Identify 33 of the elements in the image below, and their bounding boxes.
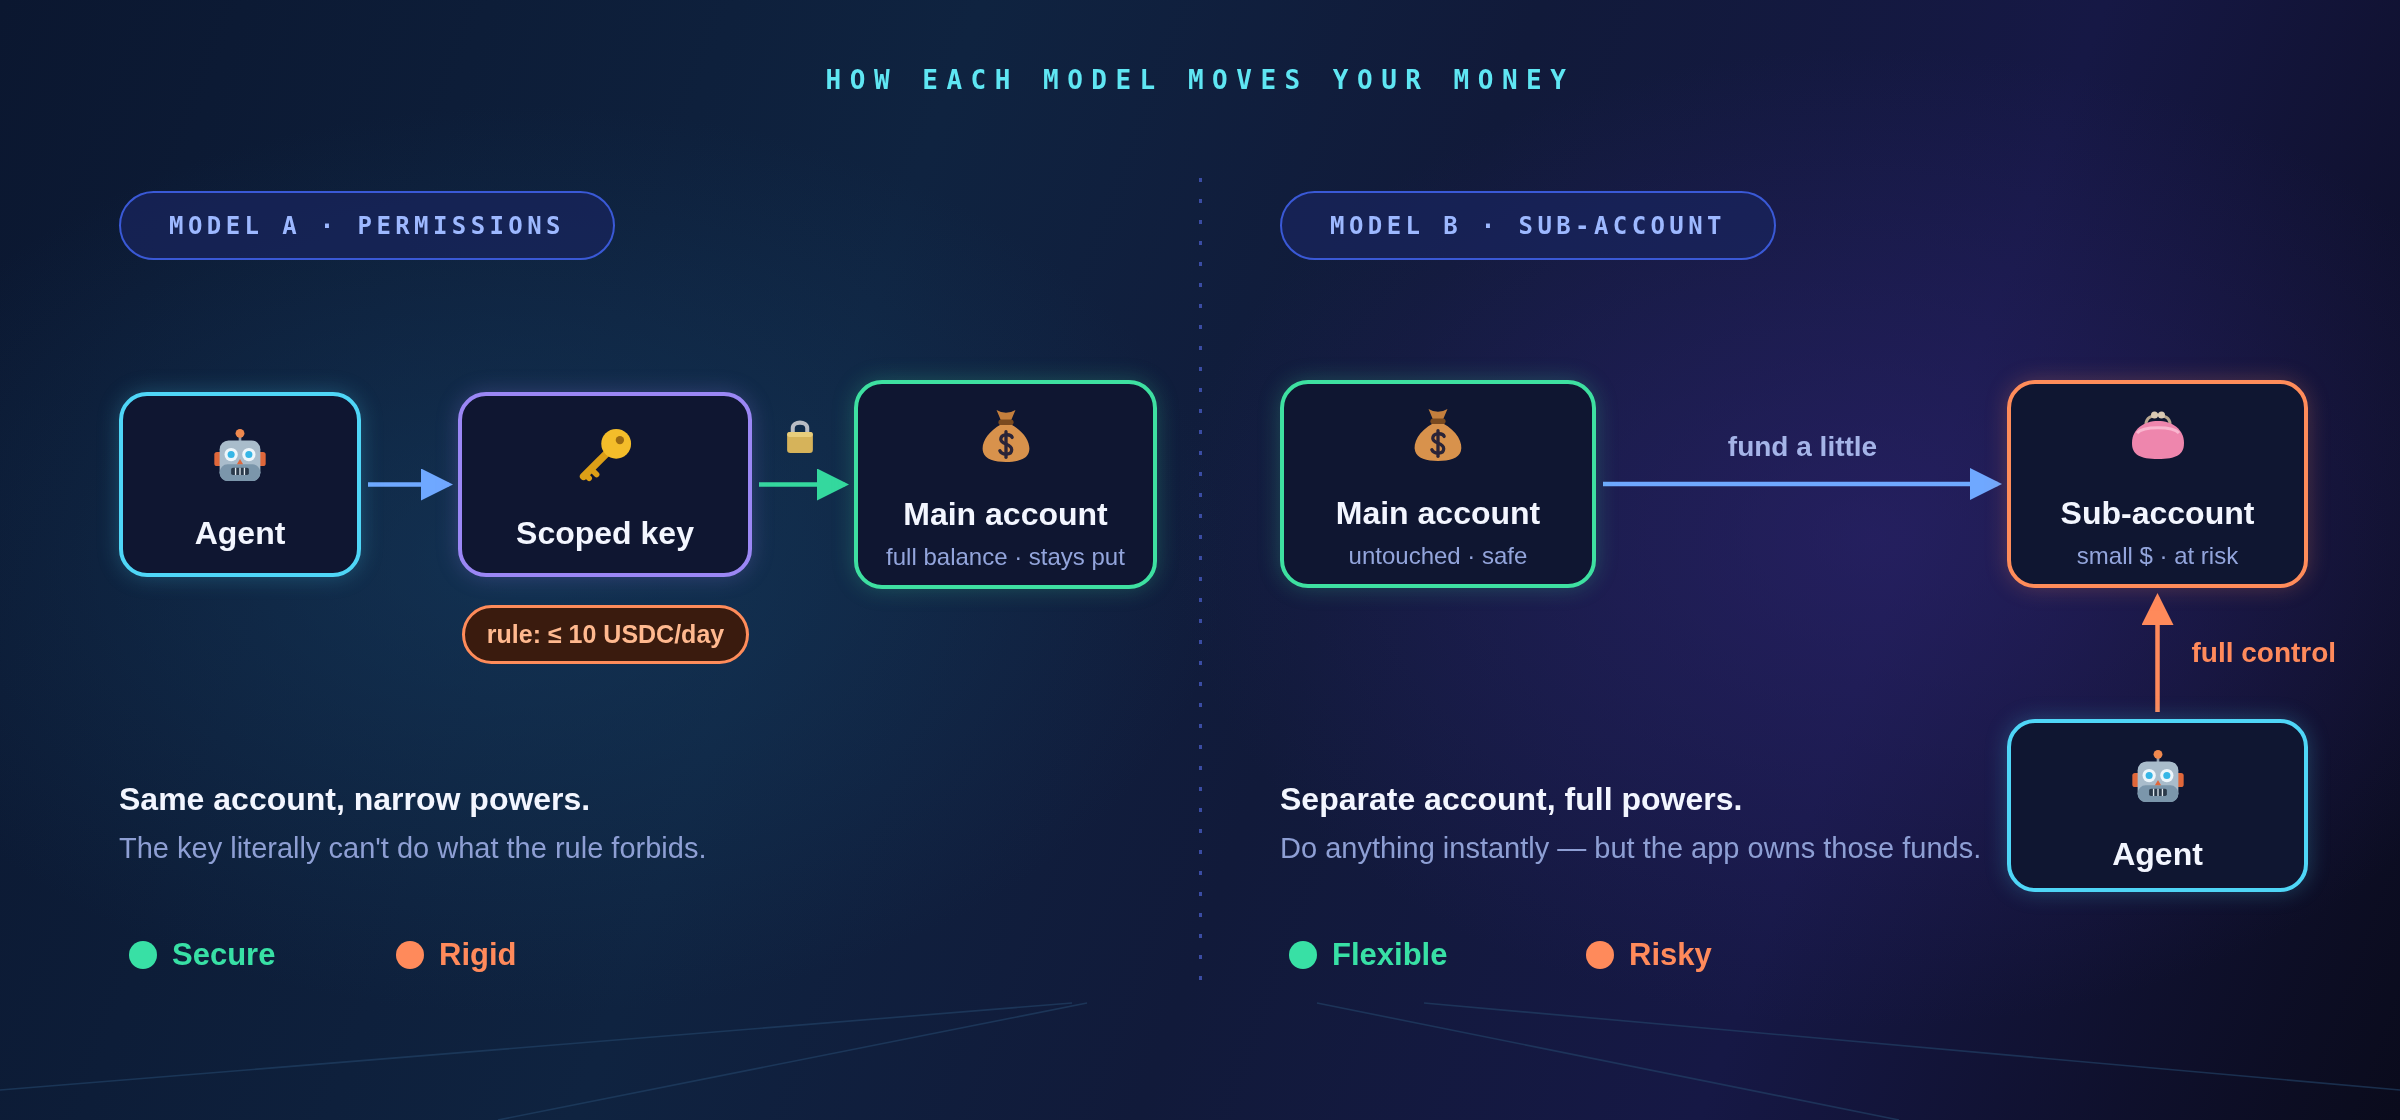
summary-text: The key literally can't do what the rule forbids. xyxy=(119,831,707,866)
node-card xyxy=(854,380,1157,589)
summary-heading: Separate account, full powers. xyxy=(1280,780,1743,818)
node-title: Agent xyxy=(194,513,286,552)
node-title: Main account xyxy=(903,494,1108,533)
section-tag: MODEL A · PERMISSIONS xyxy=(119,191,615,260)
edge-label: full control xyxy=(2191,636,2337,669)
arrow xyxy=(1603,468,2002,500)
node-title: Sub-account xyxy=(2060,494,2255,532)
edge-label: fund a little xyxy=(1727,431,1878,463)
node-subtitle: untouched · safe xyxy=(1348,542,1528,570)
summary-text: Do anything instantly — but the app owns those funds. xyxy=(1280,831,1982,866)
rule-tag: rule: ≤ 10 USDC/day xyxy=(462,605,749,664)
node-subtitle: small $ · at risk xyxy=(2076,542,2239,570)
diagram-title: HOW EACH MODEL MOVES YOUR MONEY xyxy=(825,64,1575,97)
arrow xyxy=(368,468,453,501)
node-card xyxy=(1280,380,1596,588)
node-card xyxy=(2007,719,2308,892)
legend-label: Risky xyxy=(1629,936,1712,974)
legend-label: Rigid xyxy=(439,936,517,974)
node-title: Main account xyxy=(1335,494,1541,532)
node-card xyxy=(119,392,361,577)
legend-label: Flexible xyxy=(1332,936,1448,974)
node-title: Scoped key xyxy=(516,513,694,552)
node-title: Agent xyxy=(2112,834,2203,873)
arrow xyxy=(759,468,849,501)
legend-label: Secure xyxy=(172,936,276,974)
section-tag: MODEL B · SUB-ACCOUNT xyxy=(1280,191,1776,260)
summary-heading: Same account, narrow powers. xyxy=(119,780,591,818)
node-subtitle: full balance · stays put xyxy=(886,542,1125,571)
node-card xyxy=(458,392,752,577)
arrow xyxy=(2141,593,2174,712)
node-card xyxy=(2007,380,2308,588)
